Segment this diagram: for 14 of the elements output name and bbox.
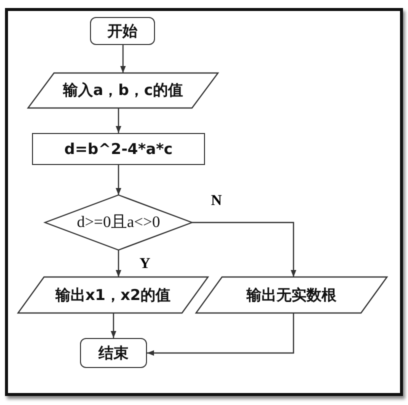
- io-parallelogram: 输出x1，x2的值: [18, 277, 208, 313]
- decision-diamond: d>=0且a<>0: [45, 195, 192, 250]
- io-parallelogram: 输入a，b，c的值: [28, 73, 218, 108]
- arrow: [147, 313, 294, 356]
- process-box: d=b^2-4*a*c: [32, 133, 205, 165]
- arrow: [192, 222, 296, 277]
- terminal-box: 开始: [90, 17, 155, 45]
- arrow: [116, 108, 122, 133]
- arrow: [116, 165, 122, 195]
- arrow: [116, 250, 122, 277]
- arrow: [120, 45, 126, 73]
- arrow: [110, 313, 116, 338]
- terminal-box: 结束: [80, 338, 147, 368]
- io-parallelogram: 输出无实数根: [196, 277, 387, 313]
